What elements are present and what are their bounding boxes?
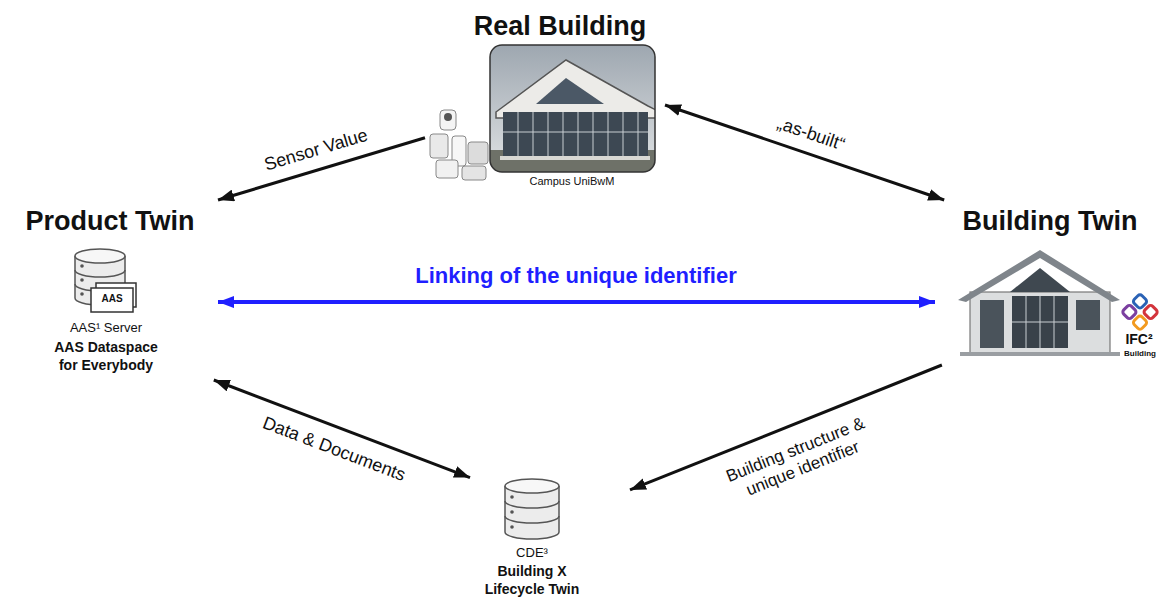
building-photo — [503, 112, 648, 156]
sensor-devices — [468, 142, 488, 164]
edge-label: Sensor Value — [259, 124, 373, 176]
ifc-logo — [1122, 304, 1138, 320]
database-icon — [505, 479, 559, 539]
database-icon — [505, 486, 559, 539]
connector — [665, 105, 944, 200]
twin-node: Product TwinAAS¹ ServerAAS Dataspace for… — [8, 200, 218, 380]
house-model — [958, 250, 1120, 356]
twin-node: Real BuildingCampus UniBwM — [425, 8, 665, 196]
ifc-logo — [1132, 315, 1148, 331]
sensor-devices — [430, 134, 448, 158]
edge-label: „as-built“ — [772, 112, 851, 156]
node-heading: Building Twin — [963, 205, 1138, 239]
database-icon — [80, 292, 84, 296]
building-photo — [500, 156, 650, 160]
building-photo — [490, 45, 660, 172]
node-subtitle: CDE³ — [516, 545, 548, 561]
database-icon — [510, 525, 514, 529]
building-photo — [503, 112, 648, 156]
twin-node: CDE³ Building X Lifecycle Twin — [470, 475, 630, 605]
database-icon — [510, 510, 514, 514]
database-icon — [505, 501, 559, 523]
node-text: Building X Lifecycle Twin — [476, 563, 588, 598]
connector — [218, 300, 935, 304]
house-model — [970, 292, 1110, 354]
edge-label: Data & Documents — [257, 412, 411, 487]
sensor-devices — [436, 160, 458, 178]
sensor-devices — [430, 110, 488, 180]
sensor-devices — [440, 110, 456, 130]
database-icon — [75, 249, 125, 263]
house-model — [1012, 296, 1068, 348]
house-model — [1010, 268, 1070, 292]
database-icon — [80, 264, 84, 268]
house-model — [1012, 296, 1068, 348]
node-heading: Product Twin — [26, 205, 195, 239]
database-icon — [80, 278, 84, 282]
database-icon — [91, 288, 133, 312]
database-icon — [75, 249, 136, 312]
database-icon — [510, 495, 514, 499]
building-photo — [496, 60, 655, 118]
node-text: AAS Dataspace for Everybody — [45, 339, 167, 374]
ifc-logo — [1132, 294, 1148, 310]
edge-label: Linking of the unique identifier — [413, 263, 740, 288]
node-subtitle: AAS¹ Server — [70, 320, 142, 336]
house-model — [980, 300, 1004, 348]
building-photo — [536, 78, 604, 104]
house-model — [960, 352, 1120, 356]
sensor-devices — [444, 113, 452, 121]
ifc-logo — [1143, 304, 1159, 320]
database-icon — [505, 479, 559, 493]
logo-text: IFC² — [1125, 331, 1152, 347]
node-caption: Campus UniBwM — [530, 175, 615, 189]
ifc-logo — [1122, 294, 1159, 331]
sensor-devices — [462, 166, 486, 180]
house-model — [958, 250, 1120, 302]
logo-text: Building — [1124, 349, 1156, 358]
edge-label: Building structure & unique identifier — [700, 404, 896, 513]
icon-tag: AAS — [101, 293, 122, 305]
building-photo — [490, 45, 655, 172]
node-heading: Real Building — [474, 10, 647, 44]
building-photo — [490, 45, 655, 172]
house-model — [1076, 300, 1100, 330]
